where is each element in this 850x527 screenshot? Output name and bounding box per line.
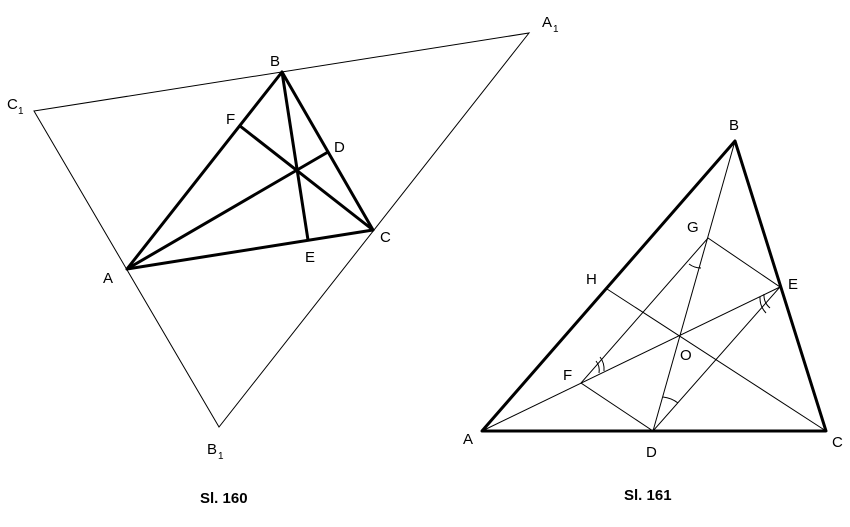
- figure-160: B A C D E F A 1 C 1 B 1 Sl. 160: [7, 14, 559, 507]
- label-b1-letter: B: [207, 441, 217, 458]
- label-a1-subscript: 1: [553, 24, 559, 35]
- label-a1: A 1: [542, 14, 559, 35]
- label-a: A: [463, 431, 473, 448]
- median-bd: [652, 140, 736, 432]
- label-b: B: [270, 53, 280, 70]
- angle-mark-e-outer: [759, 296, 767, 314]
- caption-fig-160: Sl. 160: [200, 490, 248, 507]
- label-g: G: [687, 219, 699, 236]
- median-ae: [481, 286, 781, 432]
- label-o: O: [680, 347, 692, 364]
- label-d: D: [646, 444, 657, 461]
- label-c1-letter: C: [7, 96, 18, 113]
- caption-fig-161: Sl. 161: [624, 487, 672, 504]
- label-e: E: [305, 249, 315, 266]
- triangle-abc: [480, 139, 828, 433]
- angle-mark-f-outer: [599, 356, 605, 372]
- triangle-a1b1c1: [33, 32, 531, 428]
- angle-mark-f-inner: [595, 360, 600, 374]
- label-b: B: [729, 117, 739, 134]
- label-a: A: [103, 270, 113, 287]
- line-cf: [238, 124, 375, 232]
- label-b1-subscript: 1: [218, 451, 224, 462]
- line-ad: [125, 150, 330, 271]
- label-e: E: [788, 276, 798, 293]
- label-f: F: [563, 367, 572, 384]
- label-c: C: [832, 434, 843, 451]
- label-c1-subscript: 1: [18, 106, 24, 117]
- label-h: H: [586, 271, 597, 288]
- angle-mark-g: [688, 263, 702, 269]
- line-ch: [606, 288, 827, 432]
- angle-mark-e-inner: [763, 293, 771, 309]
- label-d: D: [334, 139, 345, 156]
- line-be: [280, 70, 310, 242]
- angle-mark-d: [662, 396, 679, 404]
- label-a1-letter: A: [542, 14, 552, 31]
- figure-161: B A C D E F G H O Sl. 161: [463, 117, 843, 504]
- parallelogram-gedf: [580, 237, 781, 432]
- triangle-abc: [125, 70, 375, 271]
- label-c1: C 1: [7, 96, 24, 117]
- label-f: F: [226, 111, 235, 128]
- label-c: C: [380, 229, 391, 246]
- label-b1: B 1: [207, 441, 224, 462]
